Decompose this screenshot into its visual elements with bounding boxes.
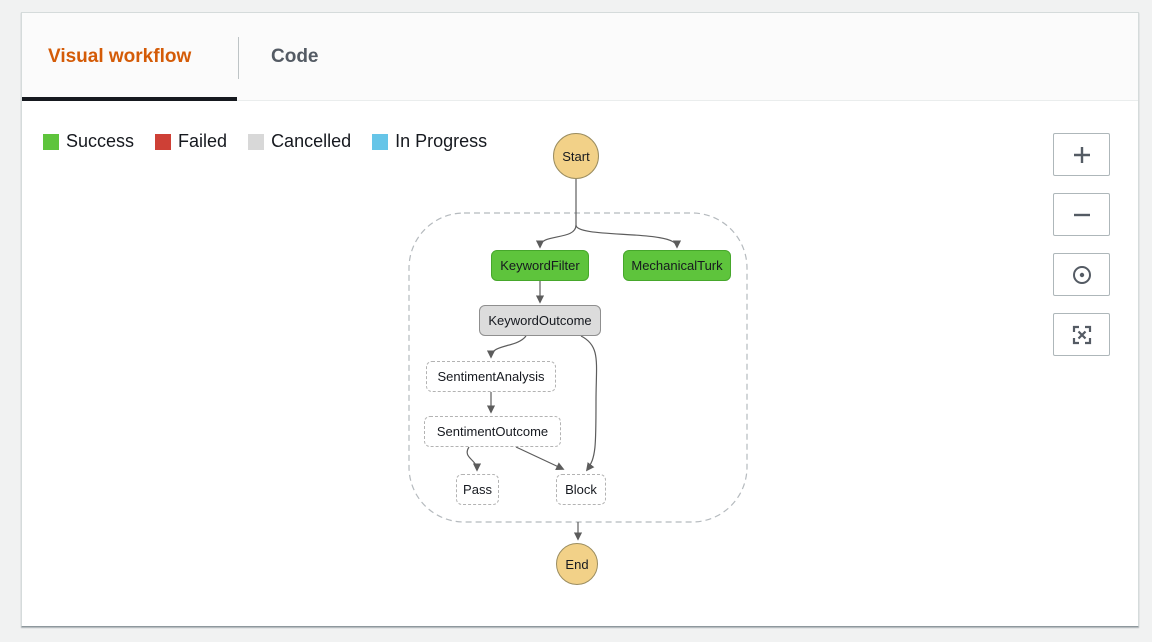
expand-arrows-icon: [1072, 325, 1091, 344]
success-swatch-icon: [43, 133, 59, 150]
workflow-node-block[interactable]: Block: [556, 474, 606, 505]
tab-bar: Visual workflow Code: [22, 13, 1138, 101]
workflow-node-mechanicalturk[interactable]: MechanicalTurk: [623, 250, 731, 281]
workflow-edges: [408, 178, 748, 541]
status-legend: Success Failed Cancelled In Progress: [43, 131, 487, 152]
failed-swatch-icon: [155, 133, 172, 150]
plus-icon: [1073, 146, 1090, 163]
edge-sentimentoutcome-block: [515, 446, 565, 470]
workflow-node-keywordfilter[interactable]: KeywordFilter: [491, 250, 589, 281]
legend-failed-label: Failed: [178, 131, 228, 151]
tab-visual-workflow-label: Visual workflow: [48, 46, 192, 67]
legend-item-cancelled: Cancelled: [248, 131, 351, 152]
zoom-out-button[interactable]: [1053, 193, 1110, 236]
workflow-node-sentimentoutcome[interactable]: SentimentOutcome: [424, 416, 561, 447]
edge-keywordoutcome-block: [580, 335, 598, 472]
fit-view-button[interactable]: [1053, 313, 1110, 356]
legend-in-progress-label: In Progress: [395, 131, 488, 151]
workflow-node-pass[interactable]: Pass: [456, 474, 499, 505]
workflow-start-node[interactable]: Start: [553, 133, 599, 179]
legend-success-label: Success: [66, 131, 135, 151]
legend-item-failed: Failed: [155, 131, 227, 152]
tab-code-label: Code: [271, 46, 319, 67]
center-view-button[interactable]: [1053, 253, 1110, 296]
workflow-end-node[interactable]: End: [556, 543, 598, 585]
legend-cancelled-label: Cancelled: [271, 131, 352, 151]
minus-icon: [1073, 213, 1090, 216]
legend-item-success: Success: [43, 131, 134, 152]
cancelled-swatch-icon: [248, 133, 265, 150]
edge-keywordoutcome-sentimentanalysis: [486, 335, 527, 359]
workflow-panel: Visual workflow Code: [21, 12, 1139, 627]
center-target-icon: [1072, 265, 1091, 284]
tab-code[interactable]: Code: [271, 13, 319, 101]
zoom-in-button[interactable]: [1053, 133, 1110, 176]
workflow-node-keywordoutcome[interactable]: KeywordOutcome: [479, 305, 601, 336]
edge-sentimentoutcome-pass: [466, 446, 482, 472]
tab-divider: [238, 37, 239, 79]
edge-start-mechanicalturk: [575, 224, 682, 249]
in-progress-swatch-icon: [372, 133, 389, 150]
visual-workflow-canvas: Success Failed Cancelled In Progress Sta…: [22, 101, 1140, 628]
workflow-node-sentimentanalysis[interactable]: SentimentAnalysis: [426, 361, 556, 392]
edge-start-keywordfilter: [535, 224, 577, 249]
tab-visual-workflow[interactable]: Visual workflow: [48, 13, 191, 101]
legend-item-in-progress: In Progress: [372, 131, 487, 152]
active-tab-underline: [22, 97, 237, 101]
